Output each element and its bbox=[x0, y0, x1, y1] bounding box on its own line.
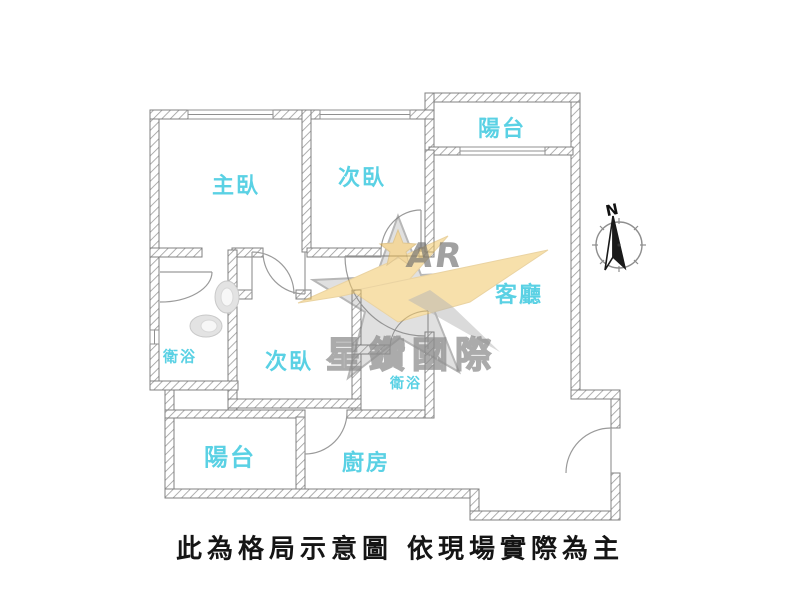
room-label-bedroom2-bottom: 次臥 bbox=[264, 350, 314, 375]
watermark-gray-tail bbox=[408, 290, 500, 352]
room-label-kitchen: 廚房 bbox=[341, 451, 391, 476]
bathroom-fixtures bbox=[189, 280, 240, 338]
disclaimer-text: 此為格局示意圖 依現場實際為主 bbox=[175, 534, 625, 565]
watermark-latin-text: AR bbox=[403, 236, 467, 276]
watermark-gold-star-small bbox=[378, 228, 418, 267]
watermark-gold-wing-right bbox=[350, 249, 549, 323]
windows bbox=[149, 109, 546, 345]
room-label-master-bedroom: 主臥 bbox=[211, 174, 261, 199]
room-label-balcony-top: 陽台 bbox=[477, 117, 527, 142]
room-label-bedroom2-top: 次臥 bbox=[337, 166, 387, 191]
walls bbox=[149, 92, 621, 521]
compass bbox=[592, 215, 646, 272]
compass-needle-black bbox=[612, 215, 627, 271]
room-label-balcony-bottom: 陽台 bbox=[204, 443, 256, 472]
watermark-brand-text: 星鑽國際 bbox=[325, 334, 499, 377]
room-label-bathroom-left: 衛浴 bbox=[162, 347, 198, 366]
watermark-logo bbox=[297, 213, 549, 381]
room-label-living-room: 客廳 bbox=[494, 283, 544, 308]
room-label-bathroom-right: 衛浴 bbox=[390, 376, 422, 392]
